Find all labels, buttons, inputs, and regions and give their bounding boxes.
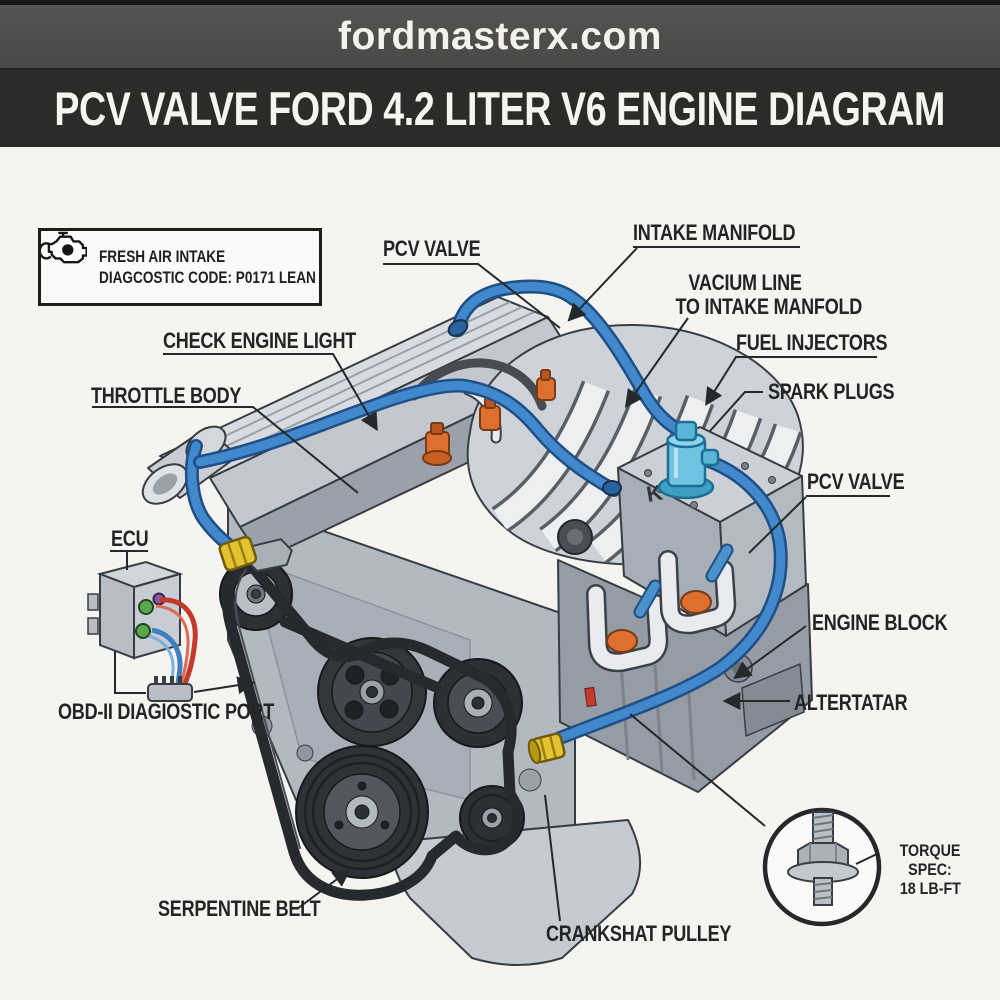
label-intake-manifold: INTAKE MANIFOLD [633, 220, 796, 245]
torque-spec-line1: TORQUE SPEC: [899, 841, 961, 879]
label-check-engine-light: CHECK ENGINE LIGHT [163, 328, 357, 353]
torque-inset [762, 807, 882, 927]
site-name: fordmasterx.com [338, 14, 662, 58]
label-crankshaft-pulley: CRANKSHAT PULLEY [546, 921, 732, 946]
oil-pan [390, 819, 642, 966]
label-alternator: ALTERTATAR [794, 690, 908, 715]
label-pcv-valve-right: PCV VALVE [807, 469, 905, 494]
torque-spec-line2: 18 LB-FT [899, 879, 961, 898]
label-ecu: ECU [111, 526, 149, 551]
fuel-injector-parts [422, 369, 556, 466]
top-strip [0, 0, 1000, 5]
pcv-valve-part [657, 420, 720, 500]
obd-connector [147, 676, 193, 702]
label-engine-block: ENGINE BLOCK [812, 610, 948, 635]
label-obd-port: OBD-II DIAGIOSTIC PORT [58, 699, 275, 724]
bolt-icon [787, 811, 859, 906]
leader-lines [92, 246, 890, 922]
info-box-line1: FRESH AIR INTAKE [99, 247, 226, 266]
breather-hose [409, 358, 547, 411]
ignition-coil [680, 590, 712, 614]
ignition-coil [606, 629, 638, 653]
title-banner: PCV VALVE FORD 4.2 LITER V6 ENGINE DIAGR… [0, 70, 1000, 147]
site-header: fordmasterx.com [0, 5, 1000, 70]
fresh-air-intake-box: FRESH AIR INTAKE DIAGCOSTIC CODE: P0171 … [38, 228, 322, 306]
torque-spec-note: TORQUE SPEC: 18 LB-FT [874, 841, 986, 898]
label-pcv-valve-top: PCV VALVE [383, 236, 481, 261]
crankshaft-pulley-part [295, 745, 429, 879]
spark-plug-brackets [586, 543, 737, 673]
label-spark-plugs: SPARK PLUGS [768, 379, 895, 404]
ecu-assembly [87, 560, 198, 702]
label-throttle-body: THROTTLE BODY [91, 383, 242, 408]
ecu-wire-red [159, 597, 198, 685]
label-serpentine-belt: SERPENTINE BELT [158, 896, 321, 921]
serpentine-belt-part [221, 558, 523, 901]
yellow-fittings [218, 535, 566, 765]
info-box-line2: DIAGCOSTIC CODE: P0171 LEAN [99, 268, 316, 287]
label-fuel-injectors: FUEL INJECTORS [736, 330, 888, 355]
page-title: PCV VALVE FORD 4.2 LITER V6 ENGINE DIAGR… [54, 82, 946, 135]
